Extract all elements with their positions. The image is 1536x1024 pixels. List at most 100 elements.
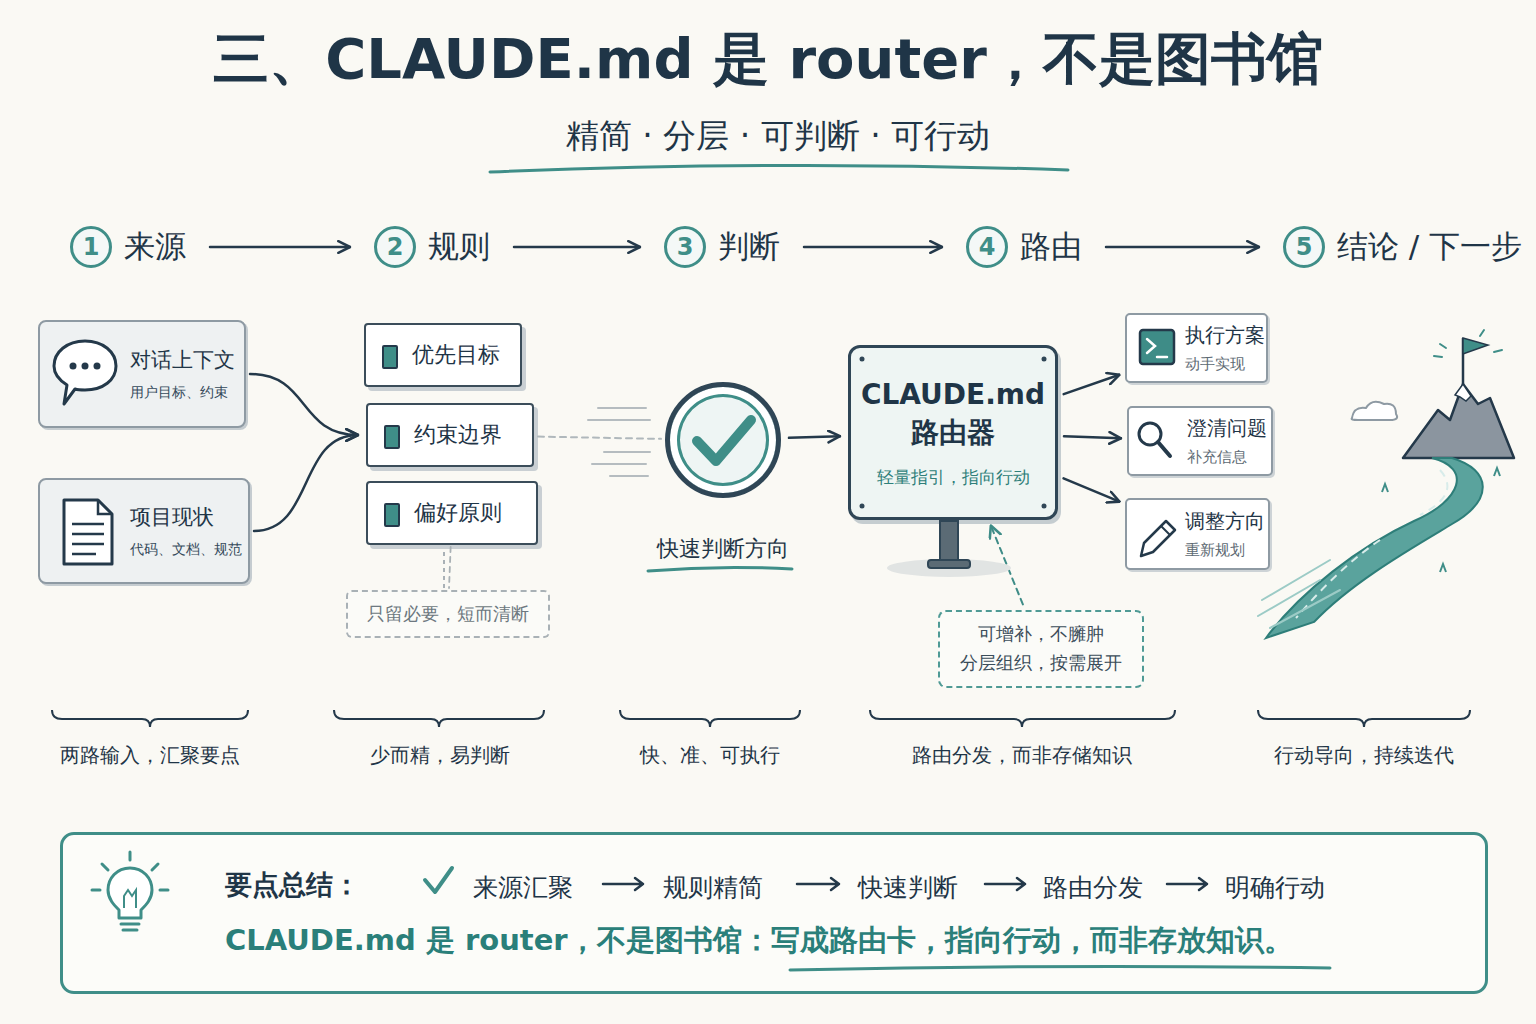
action-subtitle: 动手实现 [1185,355,1266,374]
note-text: 只留必要，短而清断 [367,602,529,626]
chain-step: 明确行动 [1225,871,1325,904]
source-box: 项目现状代码、文档、规范 [38,478,250,584]
step-title: 结论 / 下一步 [1337,226,1522,268]
rule-card: 约束边界 [366,403,534,467]
post-shadow [887,559,1011,577]
label-underline [648,567,792,571]
chain-arrow [603,878,643,890]
step-number: 5 [1283,226,1325,268]
summary-heading: 要点总结： [225,867,360,903]
subtitle: 精简 · 分层 · 可判断 · 可行动 [428,114,1128,159]
rule-text: 偏好原则 [414,498,502,528]
flag-pole [1462,338,1465,384]
chain-arrow [1167,878,1207,890]
bracket [334,710,544,727]
check-mark [697,420,751,461]
bubble-outline [54,341,116,404]
mountain-illustration [1258,330,1514,638]
bracket [1258,710,1470,727]
summary-check [425,868,452,892]
post [940,521,958,565]
action-box: 执行方案动手实现 [1125,313,1268,383]
leader-line [443,552,445,588]
bubble-dot [70,363,77,370]
connector [514,246,640,249]
summary-box: 要点总结：来源汇聚规则精简快速判断路由分发明确行动CLAUDE.md 是 rou… [60,832,1488,994]
connector [254,435,358,531]
action-box: 澄清问题补充信息 [1127,406,1273,476]
connector [1064,478,1120,501]
pencil-icon [1141,521,1175,556]
pencil-body [1141,521,1175,556]
box-title: 对话上下文 [130,346,244,374]
check-label: 快速判断方向 [657,534,789,564]
connector [250,374,358,435]
pencil-band [1161,526,1170,535]
diagram-title: 三、CLAUDE.md 是 router，不是图书馆 [0,22,1536,98]
box-title: 项目现状 [130,503,248,531]
speed-lines [588,408,650,476]
dashed-note: 只留必要，短而清断 [346,590,550,638]
action-subtitle: 补充信息 [1187,448,1271,467]
step-header: 3判断 [664,223,780,271]
step-header: 4 路由 [966,223,1082,271]
connector [1106,246,1259,249]
chain-step: 快速判断 [858,871,958,904]
note-text: 可增补，不臃肿 分层组织，按需展开 [953,620,1129,678]
connector [210,246,350,249]
magnifier-handle [1158,442,1170,456]
step-header: 2规则 [374,223,490,271]
action-title: 执行方案 [1185,322,1266,349]
dashed-note: 可增补，不臃肿 分层组织，按需展开 [938,610,1144,688]
box-subtitle: 用户目标、约束 [130,384,244,402]
post-base [928,560,970,568]
stage-caption: 快、准、可执行 [580,742,840,769]
action-title: 调整方向 [1185,508,1268,535]
terminal-box [1140,330,1174,364]
step-header: 1 来源 [70,223,186,271]
stage-caption: 路由分发，而非存储知识 [862,742,1182,769]
mountain [1403,384,1514,458]
document-lines [72,524,104,554]
stage-caption: 少而精，易判断 [310,742,570,769]
chain-arrow [985,878,1025,890]
document-fold [98,500,112,514]
rule-card: 优先目标 [364,323,522,387]
connector [1064,436,1121,438]
speed-line [588,408,650,476]
road-stripe [1296,470,1447,618]
chain-step: 规则精简 [663,871,763,904]
check-circle [665,382,781,498]
bubble-dot [94,363,101,370]
bulb-icon [92,852,168,930]
rule-card: 偏好原则 [366,481,538,545]
step-title: 来源 [124,226,186,268]
step-title: 判断 [718,226,780,268]
source-box: 对话上下文用户目标、约束 [38,320,246,428]
chain-arrows [603,878,1207,890]
step-header: 5 结论 / 下一步 [1283,223,1522,271]
rule-text: 优先目标 [412,340,500,370]
bracket [620,710,800,727]
step-number: 1 [70,226,112,268]
bulb-glass [108,868,152,918]
bubble-dot [82,363,89,370]
step-number: 2 [374,226,416,268]
spacer [1050,560,1055,606]
step-number: 4 [966,226,1008,268]
brackets [52,710,1470,727]
bracket [52,710,248,727]
subtitle-underline [490,165,1068,172]
check-node: 快速判断方向 [640,382,806,582]
connector [538,437,661,439]
magnifier-icon [1139,423,1170,456]
snow-cap [1455,384,1471,401]
bulb-base [121,924,139,930]
connector [789,436,840,438]
road [1266,458,1483,638]
sign-title: CLAUDE.md 路由器 [858,376,1048,452]
screw [1042,357,1047,362]
step-title: 路由 [1020,226,1082,268]
box-subtitle: 代码、文档、规范 [130,541,248,559]
